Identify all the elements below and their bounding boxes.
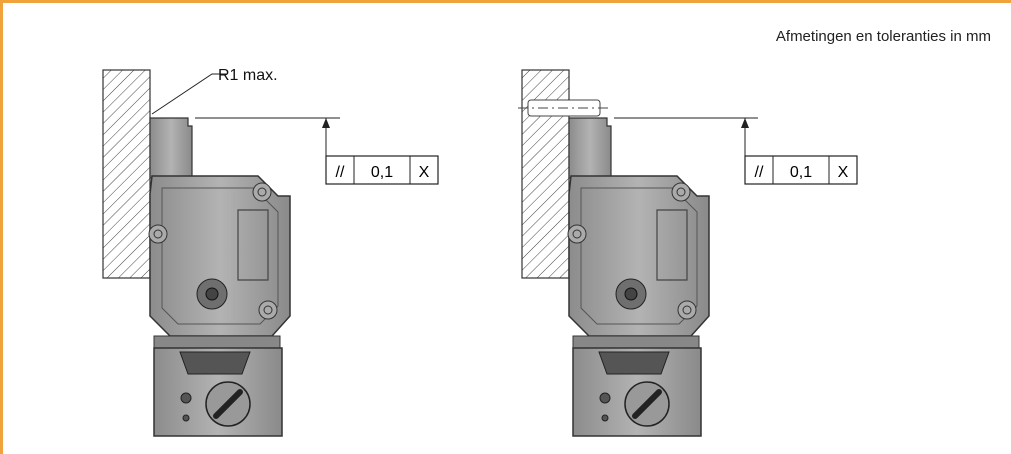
radius-leader (151, 73, 226, 115)
parallelism-symbol-right: // (755, 164, 764, 181)
radius-label: R1 max. (218, 67, 278, 84)
datum-arrow-right (741, 118, 749, 128)
datum-letter: X (419, 164, 430, 181)
tolerance-value: 0,1 (371, 164, 393, 181)
dimensions-caption: Afmetingen en toleranties in mm (775, 28, 991, 45)
mounting-wall-hatched (102, 69, 151, 279)
device-right (568, 118, 709, 436)
datum-arrow-left (322, 118, 330, 128)
tolerance-value-right: 0,1 (790, 164, 812, 181)
left-drawing: R1 max. // 0,1 X (102, 67, 439, 436)
tolerance-frame-right: // 0,1 X (744, 155, 858, 185)
datum-letter-right: X (838, 164, 849, 181)
parallelism-symbol: // (336, 164, 345, 181)
device-left (149, 118, 290, 436)
tolerance-frame-left: // 0,1 X (325, 155, 439, 185)
right-drawing: // 0,1 X (518, 69, 858, 436)
